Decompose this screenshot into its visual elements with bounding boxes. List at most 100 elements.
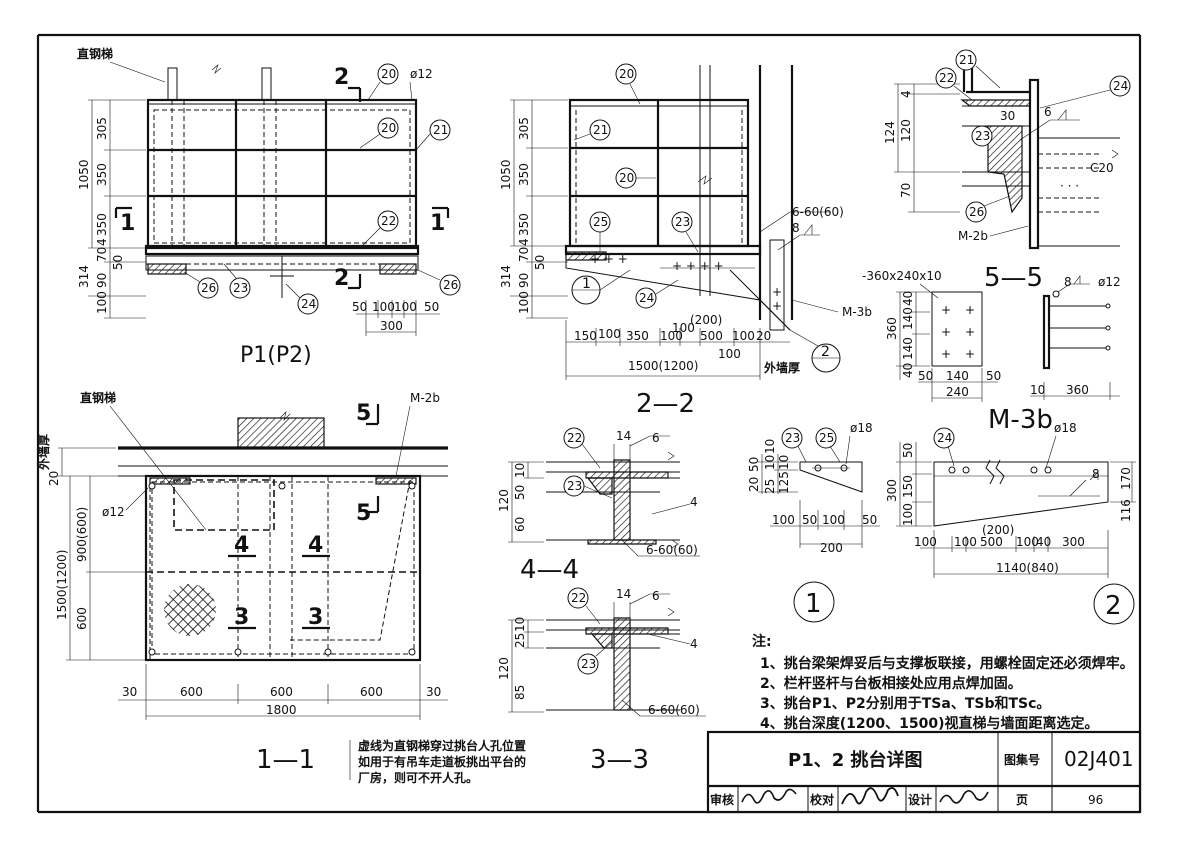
s55-balloon-23: 23	[975, 129, 990, 143]
d2-dim-b500: 500	[980, 535, 1003, 549]
s22-balloon-20b: 20	[619, 171, 634, 185]
p1-dim-350a: 350	[95, 163, 109, 186]
design-signature	[939, 790, 989, 804]
d2-title: 2	[1105, 591, 1122, 621]
s22-dim-100a: 100	[598, 327, 621, 341]
s11-mark-5b: 5	[356, 501, 371, 526]
s44-dim-50: 50	[513, 485, 527, 500]
d2-dim-300: 300	[885, 479, 899, 502]
s11-ladder-label: 直钢梯	[80, 390, 116, 405]
s44-dim-10: 10	[513, 463, 527, 478]
s55-ref: M-2b	[958, 229, 988, 243]
m3b-dim-b50b: 50	[986, 369, 1001, 383]
balloon-22: 22	[381, 214, 396, 228]
s11-dim-600: 600	[75, 607, 89, 630]
drawing-title: P1、2 挑台详图	[788, 749, 923, 771]
dia-label: ø12	[410, 67, 433, 81]
check-label: 校对	[810, 792, 834, 807]
p1-dim-b50b: 50	[424, 300, 439, 314]
concrete-dots: · · ·	[1060, 179, 1079, 193]
s22-dim-350: 350	[626, 329, 649, 343]
p1-dim-90: 90	[95, 273, 109, 288]
d2-dia: ø18	[1054, 421, 1077, 435]
atlas-label: 图集号	[1004, 752, 1040, 767]
d1-title: 1	[805, 589, 822, 619]
d1-dim-125: 125	[777, 471, 791, 494]
s22-detail-2: 2	[821, 344, 830, 360]
d2-dim-b100c: 100	[1016, 535, 1039, 549]
s11-title: 1—1	[256, 745, 315, 775]
s22-balloon-24: 24	[639, 291, 654, 305]
p1-dim-314: 314	[77, 265, 91, 288]
s11-mark-3b: 3	[308, 605, 323, 630]
s22-dim-500: 500	[700, 329, 723, 343]
s55-balloon-24: 24	[1113, 79, 1128, 93]
s11-note-3: 厂房，则可不开人孔。	[358, 770, 478, 785]
m3b-title: M-3b	[988, 405, 1053, 435]
page-number: 96	[1088, 793, 1103, 807]
notes-heading: 注:	[752, 633, 772, 650]
s11-mark-4b: 4	[308, 533, 323, 558]
s22-title: 2—2	[636, 389, 695, 419]
m3b-dim-360: 360	[885, 317, 899, 340]
s22-weld: 6-60(60)	[792, 205, 844, 219]
p1-dim-350b: 350	[95, 213, 109, 236]
s11-dim-20: 20	[47, 471, 61, 486]
s22-ref: M-3b	[842, 305, 872, 319]
d2-balloon-24: 24	[937, 431, 952, 445]
s55-balloon-26: 26	[969, 205, 984, 219]
s55-dim-124: 124	[883, 121, 897, 144]
d1-dim-b200: 200	[820, 541, 843, 555]
s33-dim-4: 4	[690, 637, 698, 651]
m3b-dim-40a: 40	[901, 291, 915, 306]
d1-dim-50: 50	[747, 457, 761, 472]
s44-weld: 6-60(60)	[646, 543, 698, 557]
d1-dim-b50a: 50	[802, 513, 817, 527]
review-signature	[741, 788, 797, 804]
svg-text:+ + + +: + + + +	[672, 259, 724, 273]
balloon-24: 24	[301, 297, 316, 311]
d2-dim-b300: 300	[1062, 535, 1085, 549]
p1-dim-b300: 300	[380, 319, 403, 333]
s33-dim-120: 120	[497, 657, 511, 680]
s22-detail-1: 1	[582, 276, 591, 292]
m3b-side-360: 360	[1066, 383, 1089, 397]
view-s33: 14 6 4 22 23 6-60(60) 10 25 120 85 3—3	[497, 587, 706, 775]
s11-dim-b30a: 30	[122, 685, 137, 699]
s44-dim-120: 120	[497, 489, 511, 512]
s11-dim-b1800: 1800	[266, 703, 297, 717]
view-s11: 直钢梯 4 4 3 3 5	[36, 390, 526, 785]
d2-dim-b100b: 100	[954, 535, 977, 549]
balloon-21: 21	[433, 123, 448, 137]
m3b-holes: ++ ++ ++	[941, 303, 975, 361]
s22-dim-50: 50	[533, 255, 547, 270]
svg-text:+: +	[772, 285, 782, 299]
s55-dim-4: 4	[899, 90, 913, 98]
d1-dim-20: 20	[747, 477, 761, 492]
s22-dim-100d: 100	[732, 329, 755, 343]
s55-concrete: C20	[1090, 161, 1114, 175]
balloon-23: 23	[233, 281, 248, 295]
p1-dim-70: 70	[95, 247, 109, 262]
d2-dim-b40: 40	[1036, 535, 1051, 549]
d2-dim-b200: (200)	[982, 523, 1014, 537]
s55-dim-6: 6	[1044, 105, 1052, 119]
s22-dim-70: 70	[517, 247, 531, 262]
section-mark-1a: 1	[120, 211, 135, 236]
s11-dim-b30b: 30	[426, 685, 441, 699]
balloon-26a: 26	[201, 281, 216, 295]
s11-note-2: 如用于有吊车走道板挑出平台的	[358, 754, 526, 769]
svg-text:+: +	[965, 347, 975, 361]
svg-text:+: +	[965, 325, 975, 339]
s55-title: 5—5	[984, 263, 1043, 293]
s22-outer-wall: 外墙厚	[764, 360, 800, 375]
p1-title: P1(P2)	[240, 343, 312, 368]
s55-dim-70: 70	[899, 183, 913, 198]
note-2: 2、栏杆竖杆与台板相接处应用点焊加固。	[760, 675, 1022, 692]
s22-balloon-23: 23	[675, 215, 690, 229]
s22-dim-1050: 1050	[499, 159, 513, 190]
check-signature	[841, 787, 899, 805]
p1-dim-50: 50	[111, 255, 125, 270]
d2-dim-50: 50	[901, 443, 915, 458]
